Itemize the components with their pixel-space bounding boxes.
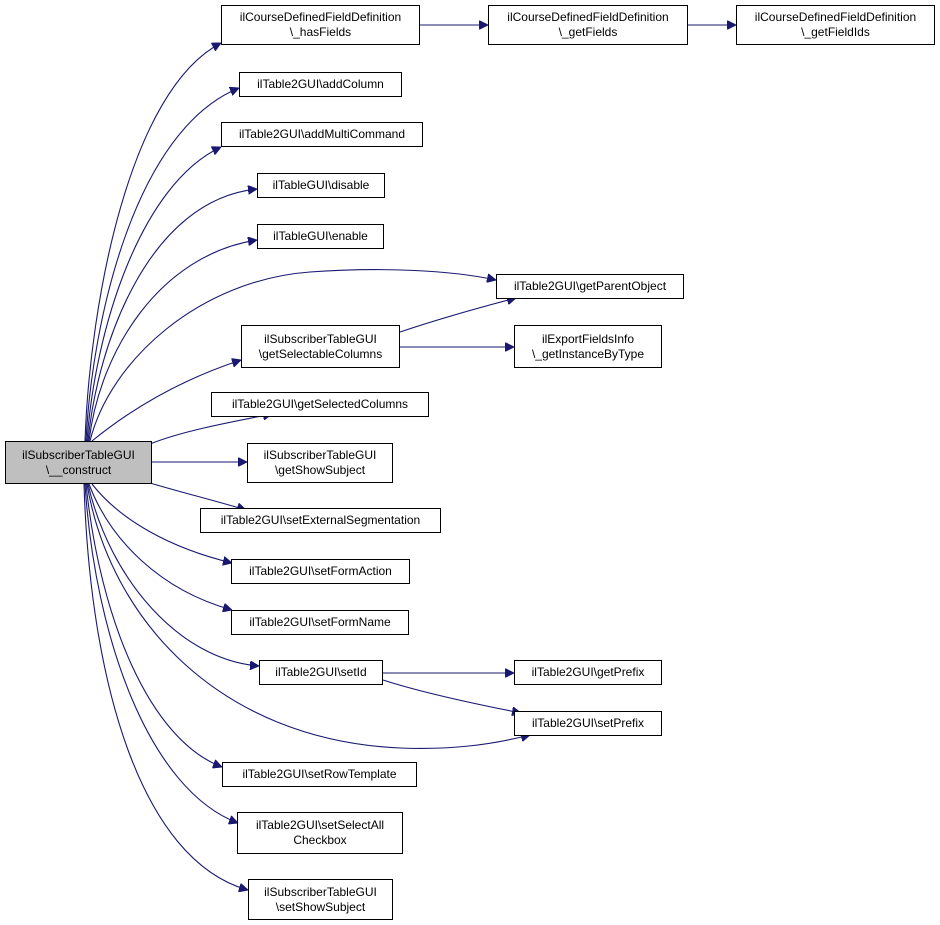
edge-root-to-set-show-subject	[83, 483, 248, 890]
node-set-form-name[interactable]: ilTable2GUI\setFormName	[231, 610, 409, 635]
edge-root-to-set-select-all-checkbox	[84, 483, 238, 823]
edge-root-to-get-selectable-columns	[91, 360, 241, 442]
edge-set-id-to-set-prefix	[382, 679, 521, 713]
node-get-fields[interactable]: ilCourseDefinedFieldDefinition \_getFiel…	[488, 5, 688, 45]
node-get-selectable-columns[interactable]: ilSubscriberTableGUI \getSelectableColum…	[241, 325, 400, 368]
node-add-multi-command[interactable]: ilTable2GUI\addMultiCommand	[221, 122, 423, 147]
edge-root-to-set-form-action	[91, 483, 232, 563]
node-set-external-segmentation[interactable]: ilTable2GUI\setExternalSegmentation	[200, 508, 441, 533]
edge-root-to-set-form-name	[88, 483, 232, 610]
edge-root-to-set-row-template	[85, 483, 222, 767]
node-get-field-ids[interactable]: ilCourseDefinedFieldDefinition \_getFiel…	[736, 5, 935, 45]
edge-root-to-set-external-segmentation	[149, 482, 246, 510]
node-set-show-subject[interactable]: ilSubscriberTableGUI \setShowSubject	[248, 879, 393, 920]
node-has-fields[interactable]: ilCourseDefinedFieldDefinition \_hasFiel…	[221, 5, 420, 45]
edge-root-to-add-multi-command	[86, 147, 221, 442]
edge-root-to-set-prefix	[86, 483, 530, 749]
node-get-show-subject[interactable]: ilSubscriberTableGUI \getShowSubject	[247, 443, 393, 483]
edge-root-to-has-fields	[84, 42, 221, 442]
node-add-column[interactable]: ilTable2GUI\addColumn	[239, 72, 402, 97]
edge-root-to-add-column	[85, 88, 239, 442]
node-set-select-all-checkbox[interactable]: ilTable2GUI\setSelectAll Checkbox	[237, 812, 403, 854]
node-subscriber-table-construct: ilSubscriberTableGUI \__construct	[5, 441, 152, 484]
node-set-id[interactable]: ilTable2GUI\setId	[259, 660, 383, 685]
node-set-form-action[interactable]: ilTable2GUI\setFormAction	[231, 559, 410, 584]
node-get-parent-object[interactable]: ilTable2GUI\getParentObject	[496, 274, 684, 299]
edge-root-to-enable	[88, 240, 257, 442]
edge-root-to-set-id	[87, 483, 259, 666]
node-get-prefix[interactable]: ilTable2GUI\getPrefix	[514, 660, 662, 685]
edge-root-to-disable	[87, 189, 257, 442]
node-disable[interactable]: ilTableGUI\disable	[257, 173, 385, 198]
edge-root-to-get-parent-object	[89, 269, 496, 442]
node-get-instance-by-type[interactable]: ilExportFieldsInfo \_getInstanceByType	[514, 325, 662, 368]
node-set-prefix[interactable]: ilTable2GUI\setPrefix	[514, 711, 662, 736]
node-enable[interactable]: ilTableGUI\enable	[257, 224, 384, 249]
node-set-row-template[interactable]: ilTable2GUI\setRowTemplate	[222, 762, 417, 787]
edge-root-to-get-selected-columns	[149, 414, 272, 445]
edge-get-selectable-columns-to-get-parent-object	[399, 298, 516, 333]
node-get-selected-columns[interactable]: ilTable2GUI\getSelectedColumns	[211, 392, 429, 417]
